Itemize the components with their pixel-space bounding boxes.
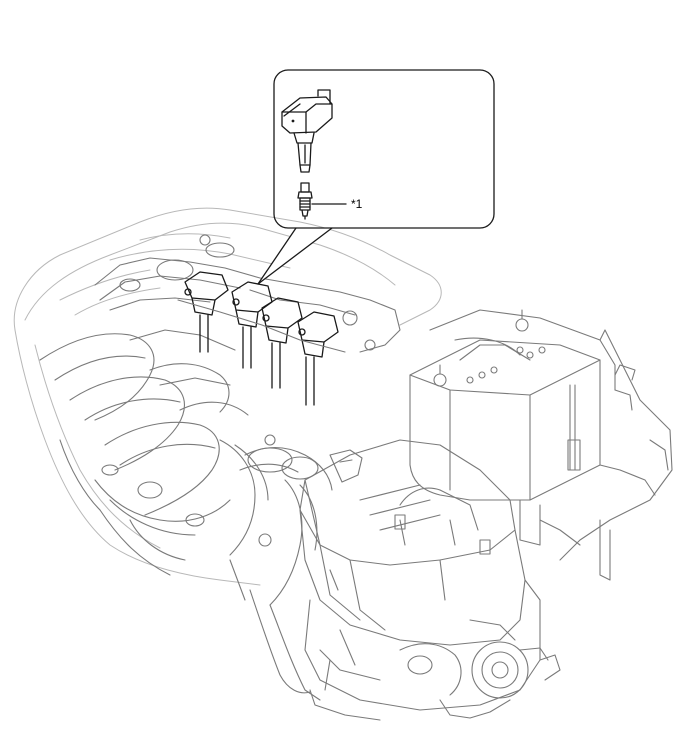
spark-plug-detail — [297, 182, 347, 220]
callout-box — [257, 69, 495, 285]
ignition-coil-detail — [281, 89, 333, 173]
transmission — [229, 559, 561, 721]
spark-plug-callout-label: *1 — [351, 197, 363, 211]
air-cleaner — [299, 439, 549, 711]
ignition-coils-installed — [177, 271, 346, 406]
engine-block — [13, 207, 442, 606]
battery-tray — [429, 309, 673, 581]
battery — [409, 309, 601, 501]
